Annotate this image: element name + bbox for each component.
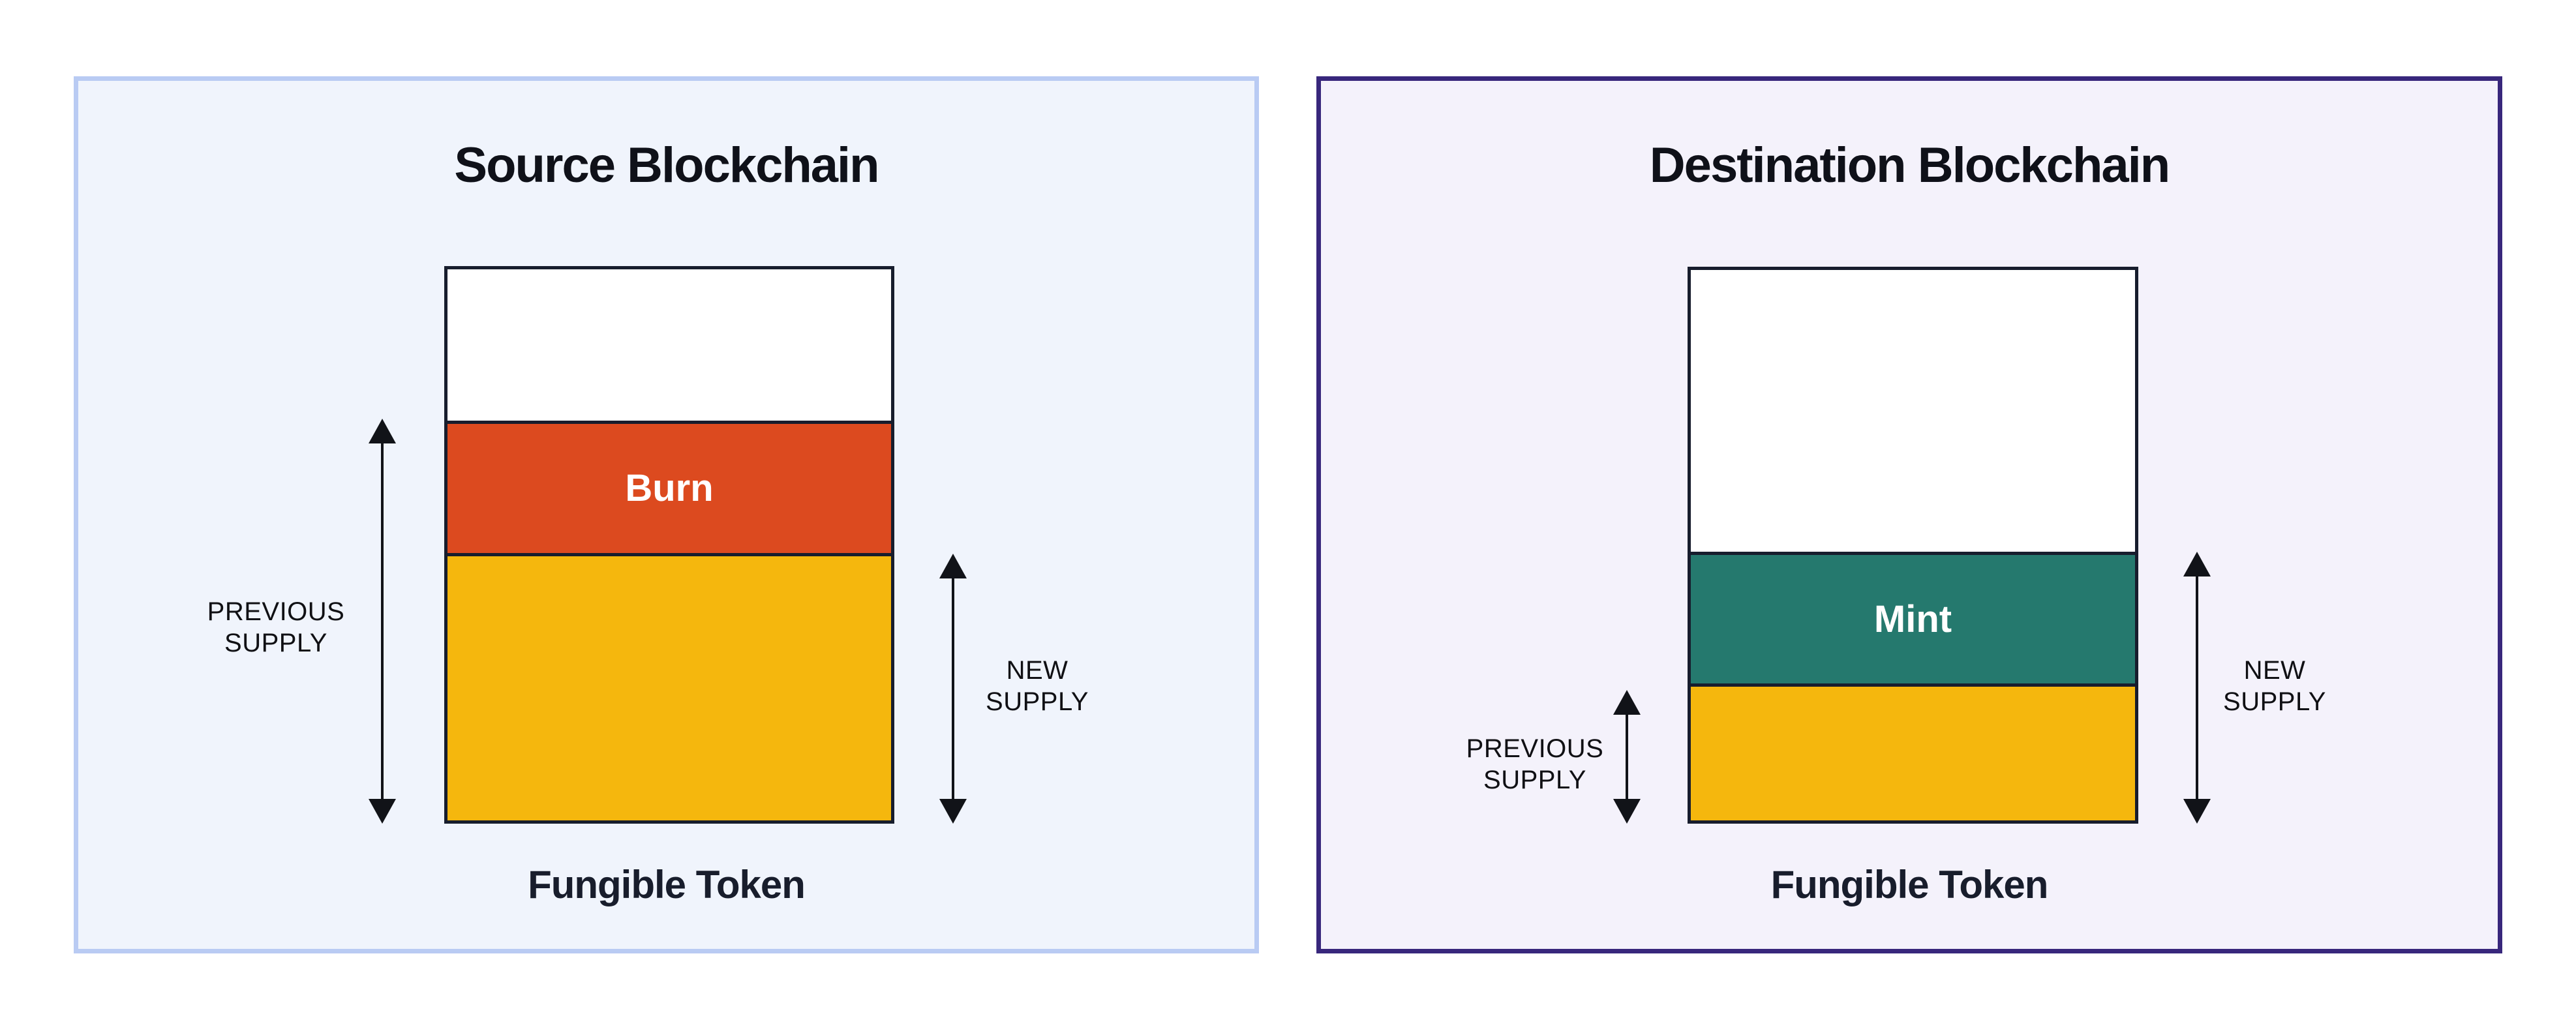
arrow-shaft <box>381 441 384 801</box>
new-supply-line2: SUPPLY <box>986 687 1089 716</box>
source-new-supply-arrow <box>939 554 967 824</box>
destination-bar-supply-section <box>1691 683 2135 820</box>
new-supply-line1: NEW <box>2243 656 2306 685</box>
destination-bar-empty-section <box>1691 270 2135 552</box>
destination-token-supply-bar: Mint <box>1688 267 2138 824</box>
destination-previous-supply-label: PREVIOUS SUPPLY <box>1417 733 1652 796</box>
destination-new-supply-arrow <box>2183 552 2211 824</box>
previous-supply-line2: SUPPLY <box>1483 766 1586 794</box>
arrow-shaft <box>2196 574 2198 801</box>
source-bar-empty-section <box>447 269 891 421</box>
arrow-shaft <box>1626 712 1628 801</box>
previous-supply-line1: PREVIOUS <box>207 597 345 626</box>
destination-previous-supply-arrow <box>1613 690 1641 824</box>
source-new-supply-label: NEW SUPPLY <box>946 655 1129 717</box>
destination-blockchain-panel: Destination Blockchain Mint PREVIOUS SUP… <box>1316 76 2502 953</box>
destination-fungible-token-caption: Fungible Token <box>1770 863 2049 906</box>
source-panel-title: Source Blockchain <box>454 138 879 193</box>
source-fungible-token-caption: Fungible Token <box>528 863 806 906</box>
source-previous-supply-arrow <box>369 419 396 824</box>
destination-bar-mint-section: Mint <box>1691 552 2135 683</box>
source-bar-supply-section <box>447 553 891 820</box>
source-bar-burn-section: Burn <box>447 420 891 554</box>
source-token-supply-bar: Burn <box>444 266 894 824</box>
mint-label: Mint <box>1873 597 1952 640</box>
source-previous-supply-label: PREVIOUS SUPPLY <box>159 596 393 659</box>
new-supply-line2: SUPPLY <box>2223 687 2326 716</box>
destination-panel-title: Destination Blockchain <box>1649 138 2170 193</box>
arrow-shaft <box>952 576 954 801</box>
burn-label: Burn <box>625 467 714 510</box>
previous-supply-line2: SUPPLY <box>224 629 327 657</box>
source-blockchain-panel: Source Blockchain Burn PREVIOUS SUPPLY N… <box>74 76 1259 953</box>
destination-new-supply-label: NEW SUPPLY <box>2183 655 2366 717</box>
previous-supply-line1: PREVIOUS <box>1466 734 1604 763</box>
new-supply-line1: NEW <box>1006 656 1068 685</box>
